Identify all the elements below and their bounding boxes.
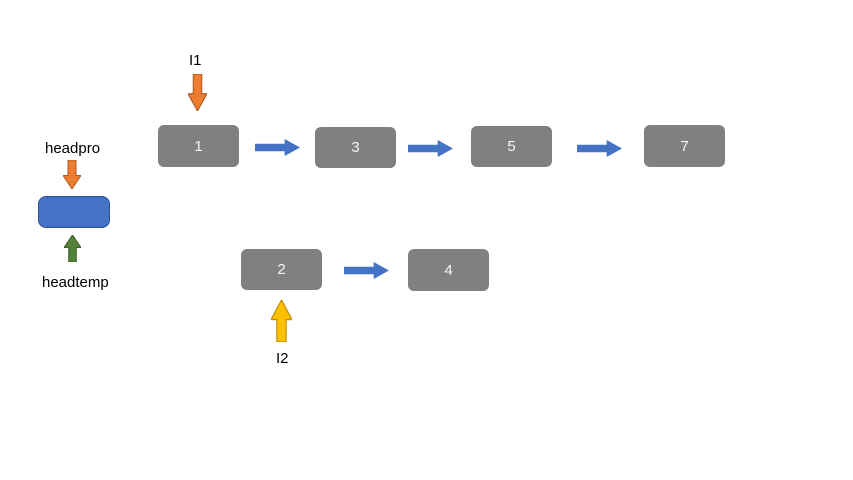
down-arrow-icon — [63, 160, 81, 189]
list-node: 5 — [471, 126, 552, 167]
right-arrow-icon — [255, 139, 300, 156]
up-arrow-icon — [271, 300, 292, 342]
list-node: 7 — [644, 125, 725, 167]
input-label-i2: I2 — [276, 350, 289, 367]
input-label-i1: I1 — [189, 52, 202, 69]
list-node: 3 — [315, 127, 396, 168]
right-arrow-icon — [577, 140, 622, 157]
down-arrow-icon — [188, 74, 207, 111]
right-arrow-icon — [408, 140, 453, 157]
list-node: 1 — [158, 125, 239, 167]
headtemp-label: headtemp — [42, 274, 109, 291]
head-pointer-box — [38, 196, 110, 228]
headpro-label: headpro — [45, 140, 101, 157]
right-arrow-icon — [344, 262, 389, 279]
list-node: 4 — [408, 249, 489, 291]
list-node: 2 — [241, 249, 322, 290]
up-arrow-icon — [64, 235, 81, 262]
